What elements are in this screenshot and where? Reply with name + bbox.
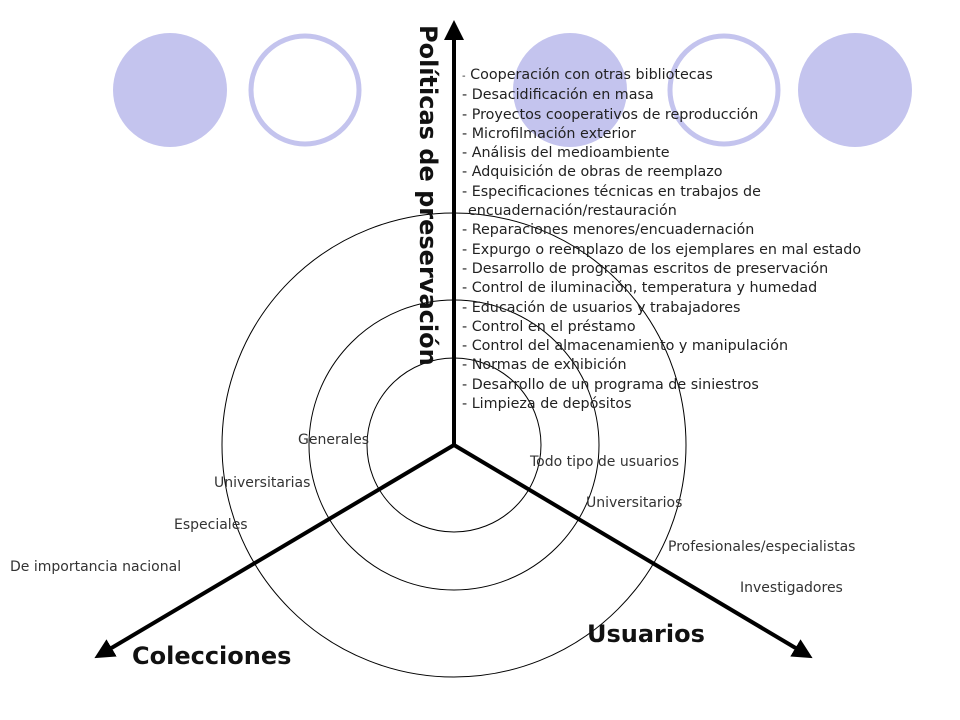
axis-usuarios — [452, 443, 813, 659]
policy-item: - Adquisición de obras de reemplazo — [462, 164, 723, 181]
decor-circle-outline-1 — [248, 33, 362, 147]
policies-list: - Cooperación con otras bibliotecas - De… — [462, 66, 932, 414]
coleccion-level: Generales — [298, 432, 369, 448]
policy-item: - Microfilmación exterior — [462, 125, 636, 142]
axes — [94, 20, 813, 659]
policy-item-continuation: encuadernación/restauración — [468, 203, 677, 220]
policy-item: - Desacidificación en masa — [462, 87, 654, 104]
policy-item: - Control del almacenamiento y manipulac… — [462, 338, 789, 355]
decor-circle-outline-2 — [667, 33, 781, 147]
policy-item: - Reparaciones menores/encuadernación — [462, 222, 755, 239]
policy-item: - Desarrollo de un programa de siniestro… — [462, 376, 759, 393]
usuario-level: Universitarios — [586, 495, 682, 511]
axis-colecciones — [94, 443, 456, 659]
policy-item: - Expurgo o reemplazo de los ejemplares … — [462, 241, 862, 258]
policy-item: - Análisis del medioambiente — [462, 145, 670, 162]
decor-circle-filled-2 — [513, 33, 627, 147]
policy-item: - Desarrollo de programas escritos de pr… — [462, 260, 829, 277]
policy-item: - Educación de usuarios y trabajadores — [462, 299, 741, 316]
usuario-level: Todo tipo de usuarios — [529, 454, 679, 470]
decor-circle-filled-1 — [113, 33, 227, 147]
policy-text: Cooperación con otras bibliotecas — [470, 67, 713, 83]
coleccion-level: Universitarias — [214, 475, 310, 491]
coleccion-level: Especiales — [174, 517, 248, 533]
policy-item: - Proyectos cooperativos de reproducción — [462, 106, 759, 123]
usuario-level: Investigadores — [740, 580, 843, 596]
policy-item: - Especificaciones técnicas en trabajos … — [462, 183, 761, 200]
usuarios-title: Usuarios — [587, 620, 705, 648]
policy-item: - Normas de exhibición — [462, 357, 627, 374]
coleccion-level: De importancia nacional — [10, 559, 181, 575]
policy-item: - Control de iluminación, temperatura y … — [462, 280, 818, 297]
colecciones-title: Colecciones — [132, 642, 291, 670]
usuario-level: Profesionales/especialistas — [668, 539, 855, 555]
politicas-title: Políticas de preservación — [414, 25, 442, 366]
decor-circle-filled-3 — [798, 33, 912, 147]
policy-item: - Control en el préstamo — [462, 318, 636, 335]
policy-bullet: - — [462, 71, 466, 82]
policy-item: - Limpieza de depósitos — [462, 396, 632, 413]
decorative-circles — [113, 33, 912, 147]
policy-item: - Cooperación con otras bibliotecas — [462, 66, 932, 86]
